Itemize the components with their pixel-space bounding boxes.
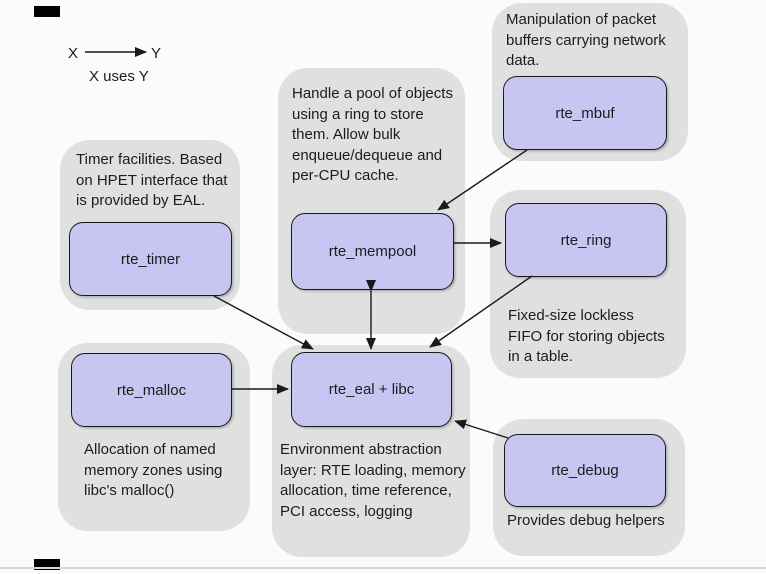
ring-description: Fixed-size lockless FIFO for storing obj…	[508, 307, 665, 365]
legend-from-label: X	[68, 45, 79, 62]
node-rte-mempool: rte_mempool	[291, 213, 454, 290]
node-rte-timer: rte_timer	[69, 222, 232, 296]
bottom-divider-line	[0, 567, 766, 569]
black-mark-top-left	[34, 6, 60, 17]
node-rte-ring: rte_ring	[505, 203, 667, 277]
node-rte-mbuf-label: rte_mbuf	[555, 104, 615, 122]
node-rte-malloc: rte_malloc	[71, 353, 232, 427]
node-rte-eal-libc: rte_eal + libc	[291, 352, 452, 427]
node-rte-eal-libc-label: rte_eal + libc	[328, 381, 415, 398]
node-rte-mbuf: rte_mbuf	[503, 76, 667, 150]
timer-description: Timer facilities. Based on HPET interfac…	[76, 151, 228, 209]
legend-caption: X uses Y	[89, 68, 149, 85]
node-rte-debug: rte_debug	[504, 434, 666, 507]
malloc-description: Allocation of named memory zones using l…	[84, 441, 223, 499]
eal-description: Environment abstraction layer: RTE loadi…	[280, 441, 466, 520]
legend-to-label: Y	[151, 45, 162, 62]
node-rte-mempool-label: rte_mempool	[328, 243, 417, 260]
mempool-description: Handle a pool of objects using a ring to…	[292, 85, 453, 184]
black-mark-bottom-left	[34, 559, 60, 570]
node-rte-malloc-label: rte_malloc	[116, 381, 187, 399]
mbuf-description: Manipulation of packet buffers carrying …	[506, 11, 666, 69]
node-rte-timer-label: rte_timer	[120, 250, 181, 268]
node-rte-debug-label: rte_debug	[551, 462, 619, 479]
debug-description: Provides debug helpers	[507, 512, 665, 529]
node-rte-ring-label: rte_ring	[560, 231, 612, 249]
